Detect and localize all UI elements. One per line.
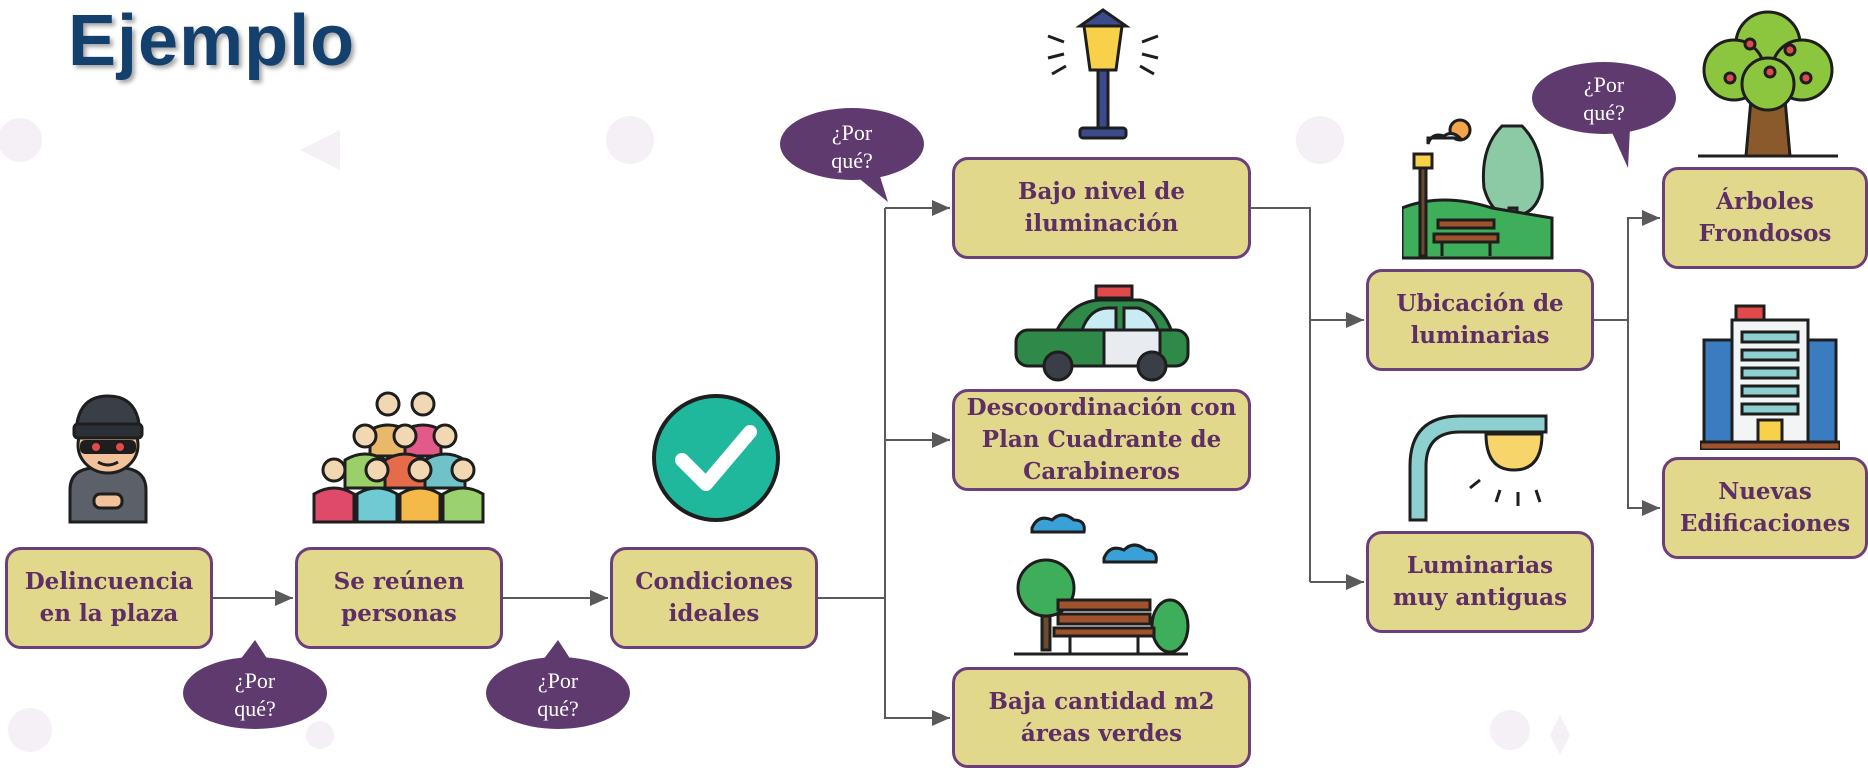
branch-condiciones (818, 208, 886, 599)
why-bubble-3: ¿Por qué? (780, 108, 924, 202)
park-lamp-icon (1402, 118, 1554, 260)
svg-text:¿Por: ¿Por (235, 668, 276, 693)
node-descoordinacion: Descoordinación con Plan Cuadrante de Ca… (952, 389, 1251, 491)
svg-text:¿Por: ¿Por (538, 668, 579, 693)
police-car-icon (1014, 284, 1190, 382)
node-se-reunen: Se reúnen personas (295, 547, 503, 649)
node-ubicacion: Ubicación de luminarias (1366, 269, 1594, 371)
node-condiciones: Condiciones ideales (610, 547, 818, 649)
why-bubble-1: ¿Por qué? (183, 640, 327, 729)
building-icon (1700, 304, 1840, 450)
branch-bajo-nivel (1251, 207, 1311, 582)
node-bajo-nivel: Bajo nivel de iluminación (952, 157, 1251, 259)
crowd-icon (312, 391, 485, 524)
thief-icon (68, 394, 148, 524)
ceiling-light-icon (1408, 414, 1548, 522)
node-baja-cantidad: Baja cantidad m2 áreas verdes (952, 667, 1251, 768)
svg-text:¿Por: ¿Por (832, 120, 873, 145)
checkmark-icon (652, 394, 780, 522)
node-arboles: Árboles Frondosos (1662, 167, 1868, 269)
svg-text:¿Por: ¿Por (1584, 72, 1625, 97)
page-title: Ejemplo (68, 1, 356, 81)
svg-text:qué?: qué? (831, 148, 873, 173)
park-bench-icon (1014, 513, 1190, 656)
tree-icon (1698, 10, 1838, 158)
svg-text:qué?: qué? (234, 696, 276, 721)
arrow-to-edificaciones (1627, 320, 1660, 516)
why-bubble-4: ¿Por qué? (1532, 62, 1676, 168)
node-luminarias-antiguas: Luminarias muy antiguas (1366, 531, 1594, 633)
why-bubble-2: ¿Por qué? (486, 640, 630, 729)
street-lamp-icon (1047, 8, 1159, 140)
node-edificaciones: Nuevas Edificaciones (1662, 457, 1868, 559)
svg-text:qué?: qué? (537, 696, 579, 721)
svg-text:qué?: qué? (1583, 100, 1625, 125)
arrow-to-arboles (1594, 210, 1660, 321)
node-delincuencia: Delincuencia en la plaza (5, 547, 213, 649)
arrow-to-baja-cantidad (884, 598, 950, 726)
